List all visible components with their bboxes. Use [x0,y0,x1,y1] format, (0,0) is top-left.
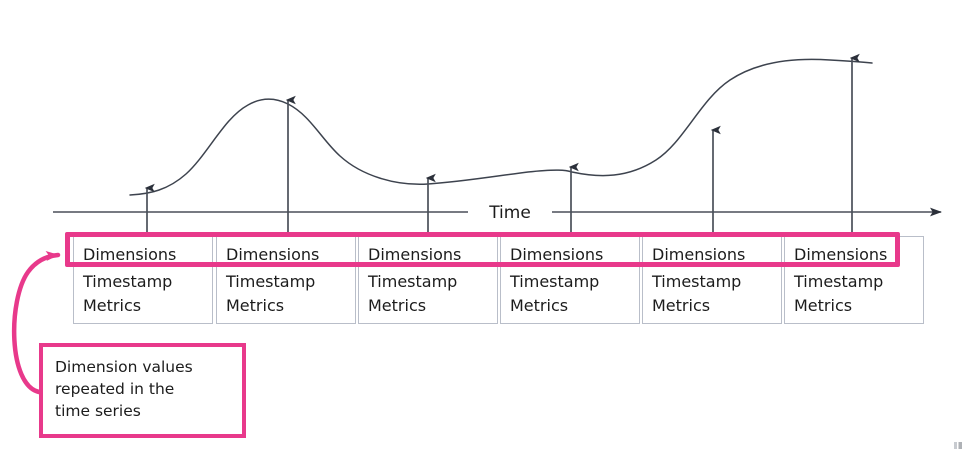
metric-curve [129,58,873,196]
corner-artifact-mark [954,442,962,449]
callout-line-3: time series [55,402,141,420]
record-timestamp-label: Timestamp [226,272,316,291]
record-timestamp-label: Timestamp [83,272,173,291]
callout-box: Dimension values repeated in the time se… [39,343,246,438]
record-timestamp-label: Timestamp [652,272,742,291]
record-metrics-label: Metrics [510,296,569,315]
record-box-1[interactable]: Dimensions Timestamp Metrics [73,236,213,324]
record-metrics-label: Metrics [83,296,142,315]
record-dimensions-label: Dimensions [794,245,888,264]
record-dimensions-label: Dimensions [652,245,746,264]
callout-connector [11,251,61,395]
record-dimensions-label: Dimensions [83,245,177,264]
record-timestamp-label: Timestamp [794,272,884,291]
record-dimensions-label: Dimensions [226,245,320,264]
record-dimensions-label: Dimensions [368,245,462,264]
record-box-3[interactable]: Dimensions Timestamp Metrics [358,236,498,324]
record-metrics-label: Metrics [652,296,711,315]
record-box-5[interactable]: Dimensions Timestamp Metrics [642,236,782,324]
record-dimensions-label: Dimensions [510,245,604,264]
record-pointer-arrows [144,53,860,236]
record-timestamp-label: Timestamp [510,272,600,291]
record-metrics-label: Metrics [368,296,427,315]
record-box-4[interactable]: Dimensions Timestamp Metrics [500,236,640,324]
callout-text: Dimension values repeated in the time se… [55,356,235,422]
record-timestamp-label: Timestamp [368,272,458,291]
record-box-6[interactable]: Dimensions Timestamp Metrics [784,236,924,324]
record-box-2[interactable]: Dimensions Timestamp Metrics [216,236,356,324]
record-metrics-label: Metrics [794,296,853,315]
callout-line-2: repeated in the [55,380,175,398]
callout-line-1: Dimension values [55,358,193,376]
dimensions-highlight-rect [65,232,900,267]
axis-label-time: Time [488,203,531,223]
record-metrics-label: Metrics [226,296,285,315]
